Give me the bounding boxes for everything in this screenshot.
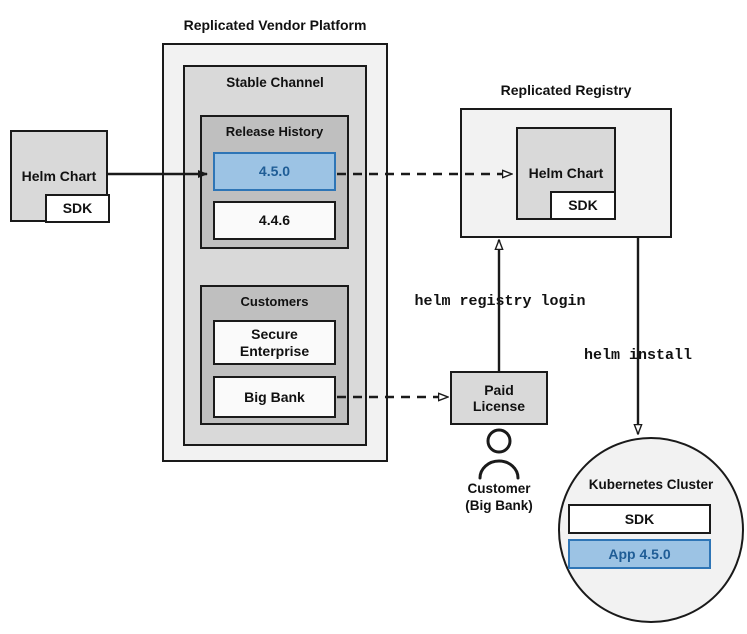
release-item-4-5-0-label: 4.5.0	[258, 163, 291, 180]
customers-title: Customers	[240, 294, 309, 309]
cluster-component-sdk-label: SDK	[624, 510, 655, 527]
registry-sdk-box: SDK	[550, 191, 616, 220]
stable-channel-title: Stable Channel	[226, 75, 324, 90]
command-helm-install: helm install	[583, 347, 693, 364]
paid-license-line1: Paid	[484, 381, 514, 398]
source-sdk-box: SDK	[45, 194, 110, 223]
paid-license-box: Paid License	[450, 371, 548, 425]
release-item-4-4-6[interactable]: 4.4.6	[213, 201, 336, 240]
registry-title: Replicated Registry	[500, 82, 632, 98]
source-helm-chart-label: Helm Chart	[21, 167, 97, 184]
kubernetes-cluster-title: Kubernetes Cluster	[588, 477, 714, 492]
registry-helm-chart-label: Helm Chart	[528, 165, 604, 182]
customer-caption-line2: (Big Bank)	[465, 497, 533, 513]
source-sdk-label: SDK	[62, 200, 93, 217]
vendor-platform-title: Replicated Vendor Platform	[183, 17, 367, 33]
release-history-title: Release History	[225, 124, 324, 139]
cluster-component-sdk: SDK	[568, 504, 711, 534]
customer-caption-line1: Customer	[467, 481, 531, 496]
release-item-4-5-0[interactable]: 4.5.0	[213, 152, 336, 191]
customer-avatar	[470, 428, 528, 480]
cluster-component-app: App 4.5.0	[568, 539, 711, 569]
customer-item-big-bank[interactable]: Big Bank	[213, 376, 336, 418]
cluster-component-app-label: App 4.5.0	[608, 545, 671, 562]
customer-item-secure-enterprise[interactable]: Secure Enterprise	[213, 320, 336, 365]
person-icon	[478, 428, 520, 480]
paid-license-line2: License	[472, 398, 526, 414]
command-registry-login: helm registry login	[414, 293, 586, 310]
customer-caption: Customer (Big Bank)	[435, 481, 563, 515]
registry-sdk-label: SDK	[568, 197, 598, 214]
release-item-4-4-6-label: 4.4.6	[258, 212, 291, 229]
customer-secure-enterprise-line2: Enterprise	[239, 342, 310, 359]
customer-big-bank-label: Big Bank	[244, 388, 305, 405]
customer-secure-enterprise-line1: Secure	[251, 326, 298, 343]
